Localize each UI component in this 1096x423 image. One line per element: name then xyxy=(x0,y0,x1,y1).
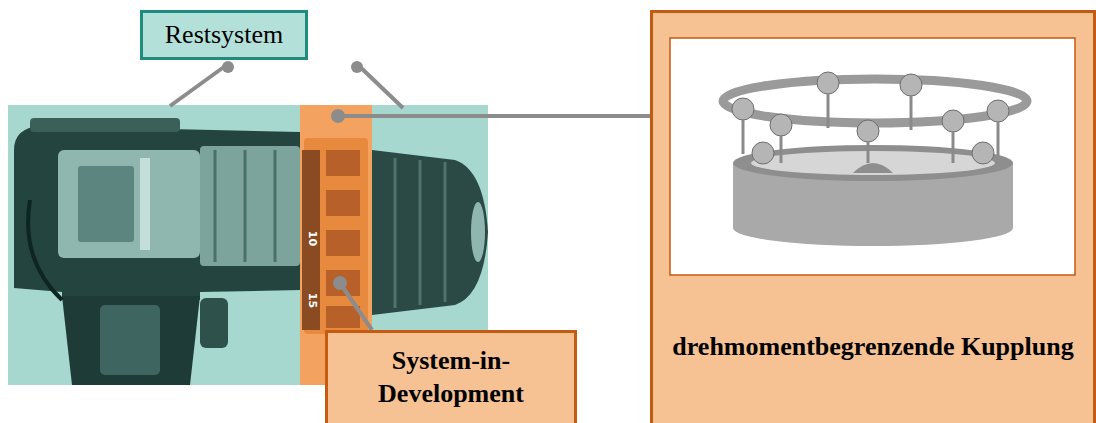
switch xyxy=(100,305,160,375)
component-panel: drehmomentbegrenzende Kupplung xyxy=(650,10,1096,423)
scale-number: 15 xyxy=(306,293,319,308)
trigger xyxy=(200,298,228,348)
node-label: Restsystem xyxy=(151,19,297,50)
node-label: System-in-Development xyxy=(338,345,564,410)
development-box: System-in-Development xyxy=(325,330,577,423)
rest-region xyxy=(8,105,300,385)
motor xyxy=(58,150,200,258)
clutch-photo xyxy=(653,13,1093,313)
gearbox xyxy=(200,146,300,266)
drill-body xyxy=(14,126,300,300)
motor-end xyxy=(78,166,134,242)
drill-handle xyxy=(62,296,200,385)
scale-number: 10 xyxy=(306,231,319,246)
motor-detail xyxy=(140,158,150,250)
node-label: drehmomentbegrenzende Kupplung xyxy=(669,331,1077,364)
drill-rib xyxy=(30,118,180,132)
clutch-scale xyxy=(302,150,320,330)
rest-system-box: Restsystem xyxy=(140,10,308,60)
leader-lines xyxy=(170,61,652,330)
chuck xyxy=(372,150,488,315)
